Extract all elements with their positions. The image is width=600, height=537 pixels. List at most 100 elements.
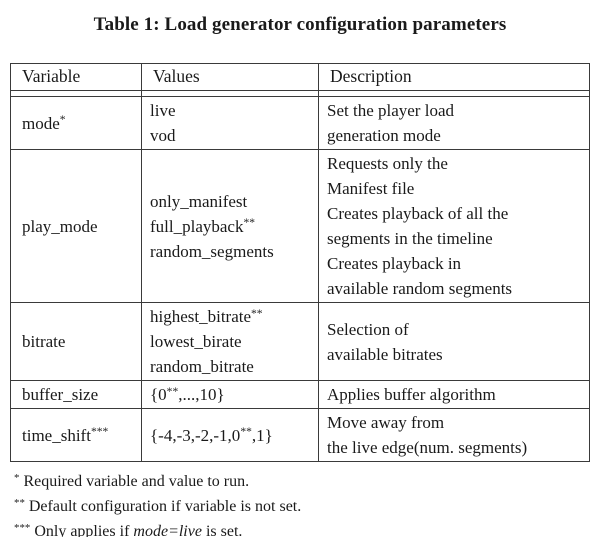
text-segment: segments in the timeline (327, 229, 493, 248)
text-segment: Requests only the (327, 154, 448, 173)
superscript-marker: ** (243, 216, 256, 230)
header-values: Values (141, 63, 319, 91)
text-segment: Creates playback in (327, 254, 462, 273)
text-segment: random_bitrate (150, 357, 254, 376)
cell-line: generation mode (327, 123, 581, 148)
cell-line: {0**,...,10} (150, 382, 310, 407)
text-segment: available bitrates (327, 344, 443, 364)
text-segment: Creates playback of all the (327, 204, 509, 223)
header-variable: Variable (10, 63, 142, 91)
text-segment: live (150, 101, 176, 120)
cell-line: random_bitrate (150, 354, 310, 379)
cell-line: highest_bitrate** (150, 304, 310, 329)
description-cell: Move away from the live edge(num. segment… (318, 408, 590, 462)
cell-line: Creates playback of all the (327, 201, 581, 226)
text-segment: Set the player load (327, 101, 454, 120)
text-segment: {-4,-3,-2,-1,0 (150, 425, 241, 445)
cell-line: bitrate (22, 329, 133, 354)
text-segment: ,...,10} (178, 385, 225, 404)
cell-line: Requests only the (327, 151, 581, 176)
text-segment: Required variable and value to run. (19, 473, 250, 490)
table-caption: Table 1: Load generator configuration pa… (93, 14, 507, 35)
text-segment: only_manifest (150, 191, 248, 211)
cell-line: lowest_birate (150, 329, 310, 354)
text-segment: ,1} (251, 425, 273, 445)
cell-line: Manifest file (327, 176, 581, 201)
values-cell: live vod (141, 96, 319, 150)
text-segment: Applies buffer algorithm (327, 385, 496, 404)
cell-line: time_shift*** (22, 423, 133, 448)
table-row: buffer_size {0**,...,10} Applies buffer al… (10, 380, 590, 409)
text-segment: bitrate (22, 332, 66, 351)
description-cell: Selection of available bitrates (318, 302, 590, 381)
text-segment: Selection of (327, 319, 409, 339)
cell-line: only_manifest (150, 189, 310, 214)
footnotes: * Required variable and value to run.** … (14, 469, 590, 537)
cell-line: Selection of (327, 317, 581, 342)
description-cell: Applies buffer algorithm (318, 380, 590, 409)
values-cell: {-4,-3,-2,-1,0**,1} (141, 408, 319, 462)
text-segment: {0 (150, 385, 167, 404)
text-segment: full_playback (150, 216, 244, 236)
text-segment: generation mode (327, 126, 441, 145)
header-row: Variable Values Description (10, 63, 590, 91)
cell-line: segments in the timeline (327, 226, 581, 251)
text-segment: mode (22, 113, 60, 133)
cell-line: Set the player load (327, 98, 581, 123)
footnote: *** Only applies if mode=live is set. (14, 519, 590, 537)
description-cell: Set the player load generation mode (318, 96, 590, 150)
values-cell: {0**,...,10} (141, 380, 319, 409)
text-segment: highest_bitrate (150, 307, 252, 326)
text-segment: available random segments (327, 279, 513, 298)
superscript-marker: * (14, 472, 20, 485)
table-row: time_shift*** {-4,-3,-2,-1,0**,1} Move awa… (10, 408, 590, 462)
variable-cell: time_shift*** (10, 408, 142, 462)
text-segment: Move away from (327, 413, 445, 432)
text-segment: play_mode (22, 216, 98, 236)
variable-cell: bitrate (10, 302, 142, 381)
cell-line: available bitrates (327, 342, 581, 367)
cell-line: available random segments (327, 276, 581, 301)
cell-line: Applies buffer algorithm (327, 382, 581, 407)
superscript-marker: * (59, 113, 66, 127)
text-segment: vod (150, 126, 176, 145)
variable-cell: play_mode (10, 149, 142, 303)
footnote: * Required variable and value to run. (14, 469, 590, 494)
variable-cell: mode* (10, 96, 142, 150)
italic-text: mode=live (133, 523, 202, 537)
text-segment: is set. (201, 523, 243, 537)
text-segment: the live edge(num. segments) (327, 438, 528, 457)
text-segment: Manifest file (327, 179, 415, 198)
cell-line: random_segments (150, 239, 310, 264)
superscript-marker: ** (251, 306, 263, 320)
text-segment: time_shift (22, 425, 91, 445)
footnote: ** Default configuration if variable is … (14, 494, 590, 519)
cell-line: full_playback** (150, 214, 310, 239)
text-segment: buffer_size (22, 385, 99, 404)
table-body: mode* live vod Set the player load generatio… (10, 96, 590, 462)
cell-line: Creates playback in (327, 251, 581, 276)
cell-line: mode* (22, 111, 133, 136)
cell-line: buffer_size (22, 382, 133, 407)
text-segment: Only applies if (30, 523, 134, 537)
superscript-marker: ** (166, 384, 179, 398)
config-table: Variable Values Description mode* live vod… (10, 63, 590, 462)
superscript-marker: *** (14, 522, 31, 535)
superscript-marker: *** (90, 425, 109, 439)
cell-line: {-4,-3,-2,-1,0**,1} (150, 423, 310, 448)
cell-line: live (150, 98, 310, 123)
table-row: mode* live vod Set the player load generatio… (10, 96, 590, 150)
superscript-marker: ** (240, 425, 252, 439)
cell-line: Move away from (327, 410, 581, 435)
cell-line: play_mode (22, 214, 133, 239)
cell-line: vod (150, 123, 310, 148)
text-segment: random_segments (150, 241, 274, 261)
cell-line: the live edge(num. segments) (327, 435, 581, 460)
superscript-marker: ** (14, 497, 25, 510)
